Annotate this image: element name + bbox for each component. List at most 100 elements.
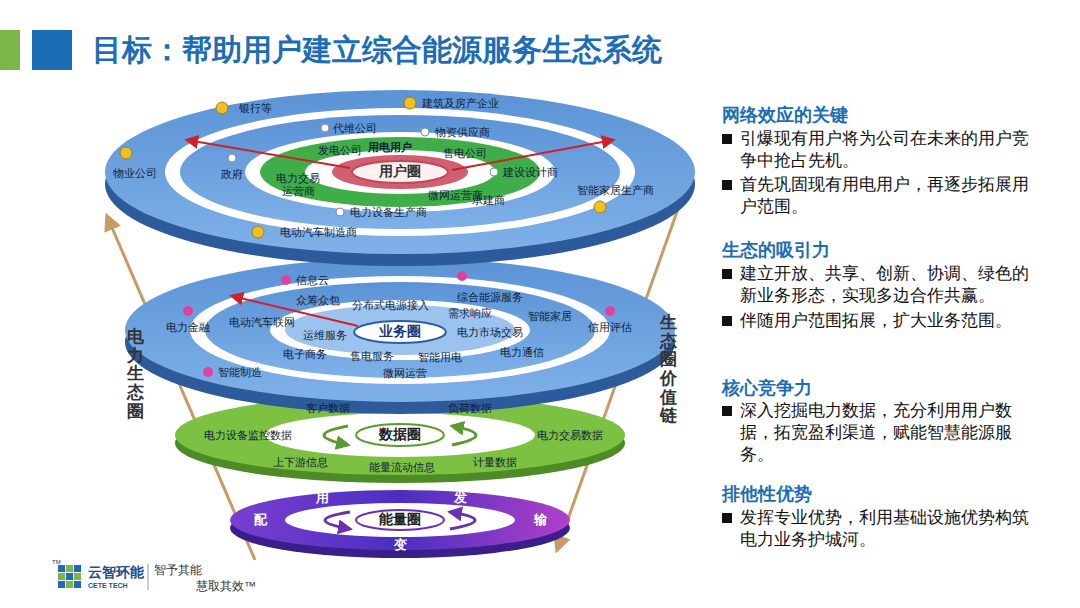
business-ring-part [457, 271, 467, 281]
user-ring-part [180, 115, 620, 229]
trademark: TM [52, 559, 61, 565]
title-squares-part [32, 30, 72, 70]
energy-ring [230, 490, 570, 558]
business-ring-part [203, 367, 213, 377]
bullet-text: 建立开放、共享、创新、协调、绿色的新业务形态，实现多边合作共赢。 [722, 263, 1040, 307]
ring-label: 物资供应商 [435, 125, 490, 140]
title-squares [0, 30, 72, 70]
ring-label: 能量流动信息 [369, 460, 435, 475]
footer-logo-part [58, 581, 65, 588]
ring-center-text: 业务圈 [352, 319, 448, 345]
user-ring-part [332, 155, 468, 189]
user-ring-part [490, 168, 498, 176]
ring-label: 信息云 [296, 273, 329, 288]
ring-label: 售电公司 [443, 146, 487, 161]
footer-logo-part [74, 565, 81, 572]
section-heading: 排他性优势 [722, 482, 812, 506]
ring-label: 分布式电源接入 [352, 298, 429, 313]
user-ring-part [120, 147, 132, 159]
business-ring-part [605, 306, 615, 316]
footer-logo-part [58, 565, 65, 572]
ring-label: 智能用电 [418, 350, 462, 365]
ring-center: 用户圈 [350, 159, 450, 185]
user-ring [105, 90, 695, 266]
logo-subname: CETE TECH [88, 582, 128, 589]
footer-logo-part [148, 564, 149, 590]
bullet-text: 首先巩固现有用电用户，再逐步拓展用户范围。 [722, 174, 1040, 218]
axis-label: 电力生态圈 [127, 328, 144, 421]
footer-logo-part [58, 573, 65, 580]
ring-label: 客户数据 [306, 401, 350, 416]
bullet-text: 引爆现有用户将为公司在未来的用户竞争中抢占先机。 [722, 128, 1040, 172]
ring-label: 电力交易运营商 [274, 172, 322, 197]
data-ring-part [452, 426, 476, 445]
ring-center-text: 能量圈 [354, 508, 446, 532]
section-heading: 生态的吸引力 [722, 238, 830, 262]
ring-label: 智能家居生产商 [577, 183, 654, 198]
ring-label: 建设设计商 [503, 165, 558, 180]
ring-center: 数据圈 [354, 422, 446, 448]
business-ring-part [190, 276, 610, 384]
user-ring-part [252, 226, 264, 238]
ring-label: 电力交易数据 [537, 428, 603, 443]
ring-label: 运维服务 [303, 328, 347, 343]
ring-label: 智能家居 [528, 309, 572, 324]
ring-label: 电力金融 [166, 320, 210, 335]
ring-label: 电动汽车制造商 [280, 225, 357, 240]
ring-label: 变 [394, 536, 407, 554]
energy-ring-part [450, 512, 475, 529]
ring-label: 上下游信息 [273, 455, 328, 470]
business-ring-part [205, 282, 595, 378]
ring-label: 发 [454, 489, 467, 507]
ring-label: 用 [316, 489, 329, 507]
user-ring-part [216, 102, 228, 114]
footer-logo-part [66, 573, 73, 580]
ring-label: 代维公司 [333, 121, 377, 136]
ring-label: 智能制造 [218, 365, 262, 380]
ring-label: 需求响应 [448, 306, 492, 321]
logo-name: 云智环能 [88, 564, 144, 582]
ring-label: 物业公司 [113, 166, 157, 181]
ring-label: 配 [254, 511, 267, 529]
slogan: 智予其能 [154, 562, 202, 579]
ring-label: 信用评估 [588, 320, 632, 335]
footer-logo-part [66, 565, 73, 572]
axis-label: 生态圈价值链 [660, 314, 677, 426]
ring-label: 负荷数据 [448, 401, 492, 416]
business-ring-part [183, 306, 193, 316]
section-heading: 核心竞争力 [722, 376, 812, 400]
footer-logo-part [74, 581, 81, 588]
user-ring-part [404, 97, 416, 109]
bullet-text: 发挥专业优势，利用基础设施优势构筑电力业务护城河。 [722, 507, 1040, 551]
user-ring-part [336, 208, 344, 216]
footer-logo [58, 564, 148, 590]
data-ring-part [324, 426, 348, 445]
footer-logo-part [66, 581, 73, 588]
ring-label: 输 [534, 511, 547, 529]
footer-logo-part [74, 573, 81, 580]
ring-label: 电动汽车联网 [229, 315, 295, 330]
page-title: 目标：帮助用户建立综合能源服务生态系统 [92, 30, 662, 71]
bullet-text: 深入挖掘电力数据，充分利用用户数据，拓宽盈利渠道，赋能智慧能源服务。 [722, 400, 1040, 466]
slogan: 慧取其效™ [196, 578, 256, 595]
ring-center-text: 数据圈 [354, 422, 446, 448]
user-ring-part [594, 201, 606, 213]
section-heading: 网络效应的关键 [722, 103, 848, 127]
user-ring-part [165, 108, 635, 236]
ring-center: 业务圈 [352, 319, 448, 345]
user-ring-part [321, 124, 329, 132]
energy-ring-part [285, 503, 515, 537]
user-ring-part [105, 90, 695, 254]
ring-label: 微网运营商 [428, 188, 483, 203]
ring-label: 电子商务 [283, 347, 327, 362]
ring-label: 微网运营 [383, 366, 427, 381]
ring-label: 政府 [221, 167, 243, 182]
user-ring-part [421, 128, 429, 136]
business-ring-part [281, 275, 291, 285]
title-squares-part [0, 30, 20, 70]
ring-label: 电力设备生产商 [350, 205, 427, 220]
ring-label: 众筹众包 [296, 293, 340, 308]
bullet-text: 伴随用户范围拓展，扩大业务范围。 [722, 310, 1040, 332]
data-ring-part [265, 413, 535, 457]
ring-label: 电力通信 [500, 345, 544, 360]
